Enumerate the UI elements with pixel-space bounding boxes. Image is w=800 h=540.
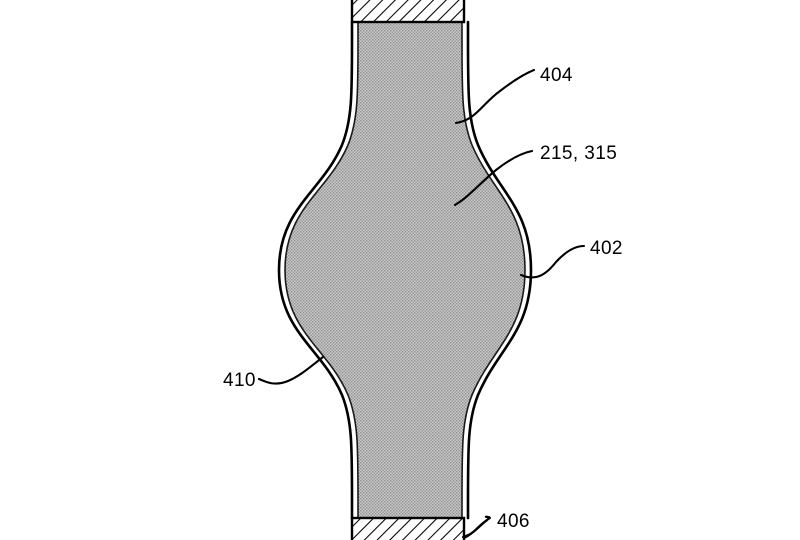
label-402: 402	[590, 238, 623, 259]
leader-line-402	[519, 244, 586, 279]
leader-line-404	[454, 68, 536, 125]
device-body-outer-outline	[277, 20, 354, 520]
upper-hatched-section	[350, 0, 466, 24]
label-215-315: 215, 315	[540, 143, 617, 164]
device-body-outer-outline-right	[466, 20, 533, 520]
lower-hatched-section-group	[350, 516, 466, 540]
label-410: 410	[223, 370, 256, 391]
leader-line-410	[257, 355, 325, 385]
label-404: 404	[540, 65, 573, 86]
reference-labels-group: 404 215, 315 402 410 406	[223, 65, 623, 532]
device-body-group	[277, 20, 533, 520]
leader-line-406	[461, 515, 491, 539]
lower-hatched-section	[350, 516, 466, 540]
leader-line-406-tail	[462, 516, 492, 540]
leader-lines-group	[257, 68, 586, 540]
leader-line-215-315	[453, 149, 534, 207]
label-406: 406	[497, 511, 530, 532]
upper-hatched-section-group	[350, 0, 466, 24]
device-body-fill	[285, 22, 525, 518]
